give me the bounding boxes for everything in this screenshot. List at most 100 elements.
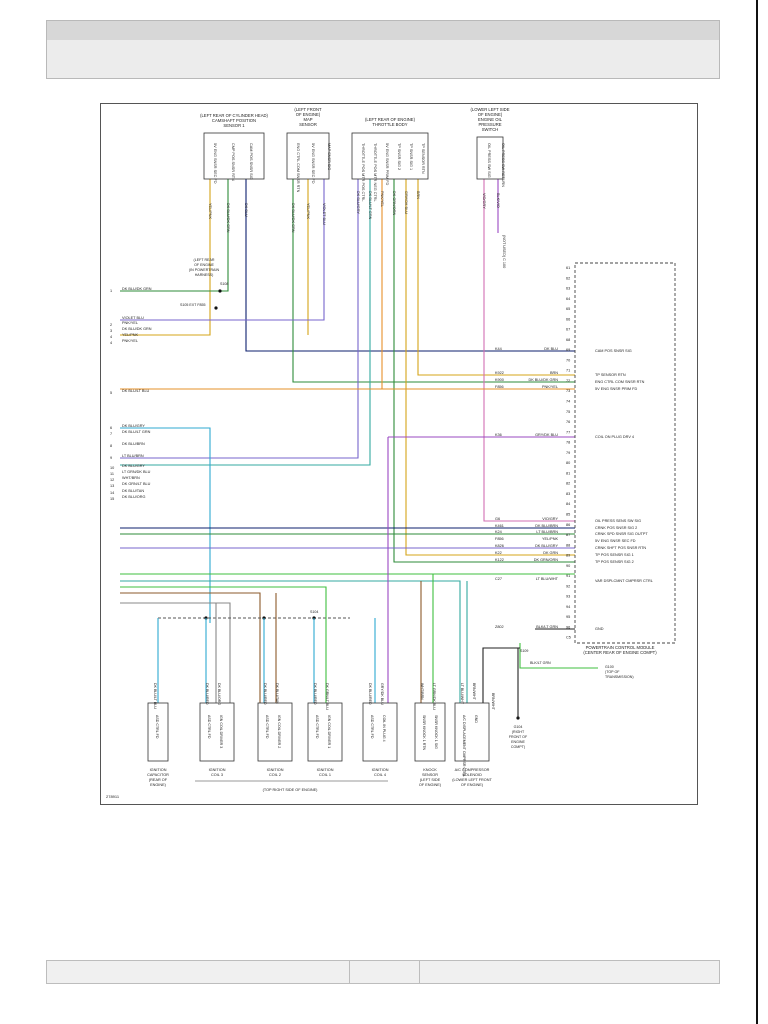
bottom-component-label: ENGINE): [150, 783, 167, 787]
pcm-pin-number: 68: [566, 338, 570, 342]
pcm-pin-number: 61: [566, 266, 570, 270]
left-line-number: 11: [110, 472, 114, 476]
map-sensor-title: MAP: [303, 117, 312, 122]
header-bar: [46, 20, 720, 42]
bottom-wire-label: WHT/BRN: [420, 683, 424, 700]
bottom-pin-label: A/C DISPLACEMENT CMPRSR CTRL: [462, 715, 466, 777]
s104-label: S104: [310, 610, 318, 614]
bottom-wire-label: DK GRN/LT BLU: [325, 683, 329, 710]
pcm-pin-number: 76: [566, 420, 570, 424]
oil-note-label: (NOT USED) C 100: [502, 235, 506, 268]
footer-divider: [349, 961, 350, 983]
map-sensor-title: OF ENGINE): [296, 112, 321, 117]
splice-s108: [218, 289, 222, 293]
pcm-box: [574, 262, 676, 644]
bottom-component-box: [414, 702, 446, 762]
wire-cmp-yel: [120, 179, 211, 336]
pcm-wire-label: DK BLU: [544, 347, 558, 351]
pcm-pin-number: 82: [566, 482, 570, 486]
map-wire-label: VIOLET BLU: [322, 203, 326, 225]
pcm-wire-label: LT BLU/BRN: [536, 530, 558, 534]
wire-tb-5: [405, 179, 575, 556]
bottom-component-label: (LEFT SIDE: [420, 778, 441, 782]
diagram-frame: [100, 103, 698, 805]
left-line-number: 6: [110, 426, 112, 430]
left-line-number: 15: [110, 497, 114, 501]
pcm-function-label: TP POS SENSR SIG 2: [595, 560, 634, 564]
pcm-function-label: COIL ON PLUG DRV 4: [595, 435, 634, 439]
wiring-diagram: (LEFT REAR OF CYLINDER HEAD)CAMSHAFT POS…: [106, 107, 676, 799]
camshaft-sensor-title: (LEFT REAR OF CYLINDER HEAD): [200, 113, 268, 118]
pcm-pin-number: 92: [566, 584, 570, 588]
pcm-pin-number: 81: [566, 471, 570, 475]
oil-switch-title: SWITCH: [482, 127, 499, 132]
pcm-wire-label: LT BLU/WHT: [536, 577, 559, 581]
pcm-pin-number: 65: [566, 307, 570, 311]
bottom-component-label: IGNITION: [372, 768, 389, 772]
throttle-body-title: (LEFT REAR OF ENGINE): [365, 117, 416, 122]
wire-gnd: [519, 643, 598, 669]
throttle-wire-label: GRY/DK BLU: [404, 191, 408, 214]
camshaft-sensor-pin: 5V ENG SNSR SEC FD: [213, 143, 217, 184]
pcm-circuit-label: K122: [495, 558, 504, 562]
pcm-circuit-label: K44: [495, 347, 502, 351]
oil-wire-label: VIO/GRY: [482, 193, 486, 209]
left-line-label: DK BLU/BRN: [122, 442, 145, 446]
camshaft-sensor-title: SENSOR 1: [223, 123, 245, 128]
pcm-pin-number: 73: [566, 389, 570, 393]
bottom-wire-label: DK BLU/RED: [368, 683, 372, 705]
throttle-body-pin: THROTTLE POS MTR POS CTRL: [361, 143, 365, 201]
pcm-circuit-label: F856: [495, 385, 504, 389]
pcm-pin-number: 87: [566, 533, 570, 537]
throttle-wire-label: DK BLU/LT GRN: [368, 191, 372, 220]
diagram-labels: (LEFT REAR OF CYLINDER HEAD)CAMSHAFT POS…: [106, 107, 657, 799]
bottom-component-box: [307, 702, 343, 762]
bottom-wire-label: LT BLU/WHT: [460, 683, 464, 705]
left-line-label: DK BLU/DK GRN: [122, 287, 152, 291]
pcm-pin-number: 86: [566, 523, 570, 527]
bottom-wire-label: GRY/DK BLU: [380, 683, 384, 705]
pcm-pin-number: 88: [566, 543, 570, 547]
throttle-body-title: THROTTLE BODY: [372, 122, 407, 127]
pcm-circuit-label: K826: [495, 544, 504, 548]
map-sensor-title: SENSOR: [299, 122, 317, 127]
camshaft-sensor-title: CAMSHAFT POSITION: [212, 118, 256, 123]
g104-label: FRONT OF: [509, 735, 528, 739]
oil-switch-title: ENGINE OIL: [478, 117, 503, 122]
pcm-circuit-label: K24: [495, 530, 502, 534]
pcm-pin-number: 69: [566, 348, 570, 352]
bottom-component-box: [199, 702, 235, 762]
left-line-number: 8: [110, 444, 112, 448]
left-line-number: 14: [110, 491, 114, 495]
g104-label: (RIGHT: [512, 730, 525, 734]
pcm-circuit-label: K922: [495, 371, 504, 375]
bottom-component-label: SOLENOID: [462, 773, 482, 777]
figure-id: 278911: [106, 794, 120, 799]
pcm-function-label: CRNK POS SNSR SIG 2: [595, 526, 637, 530]
bottom-pin-label: ASD CTRL FD: [265, 715, 269, 739]
left-line-label: YEL/PNK: [122, 333, 139, 337]
wire-tb-6: [417, 179, 575, 376]
pcm-pin-number: 71: [566, 369, 570, 373]
left-line-label: WHT/BRN: [122, 476, 140, 480]
g104-label: G104: [514, 725, 523, 729]
pcm-circuit-label: G6: [495, 517, 500, 521]
left-line-number: 10: [110, 466, 114, 470]
pcm-function-label: TP POS SENSR SIG 1: [595, 553, 634, 557]
pcm-pin-number: 80: [566, 461, 570, 465]
pcm-pin-number: 96: [566, 625, 570, 629]
bottom-pin-label: ASD CTRL FD: [370, 715, 374, 739]
pcm-circuit-label: K36: [495, 433, 502, 437]
header-subbar: [46, 40, 720, 79]
left-line-number: 13: [110, 484, 114, 488]
left-line-label: DK BLU/GRY: [122, 464, 145, 468]
pcm-pin-number: 64: [566, 297, 570, 301]
oil-switch-pin: OIL PRESS SW RETURN: [501, 143, 505, 187]
left-line-label: LT BLU/BRN: [122, 454, 144, 458]
pcm-circuit-label: C27: [495, 577, 502, 581]
bottom-component-label: CAPACITOR: [147, 773, 169, 777]
bottom-wire-label: DK BLU/RED: [263, 683, 267, 705]
bottom-pin-label: GND: [474, 715, 478, 723]
map-sensor-title: (LEFT FRONT: [294, 107, 322, 112]
pcm-title: (CENTER REAR OF ENGINE COMPT): [583, 650, 657, 655]
